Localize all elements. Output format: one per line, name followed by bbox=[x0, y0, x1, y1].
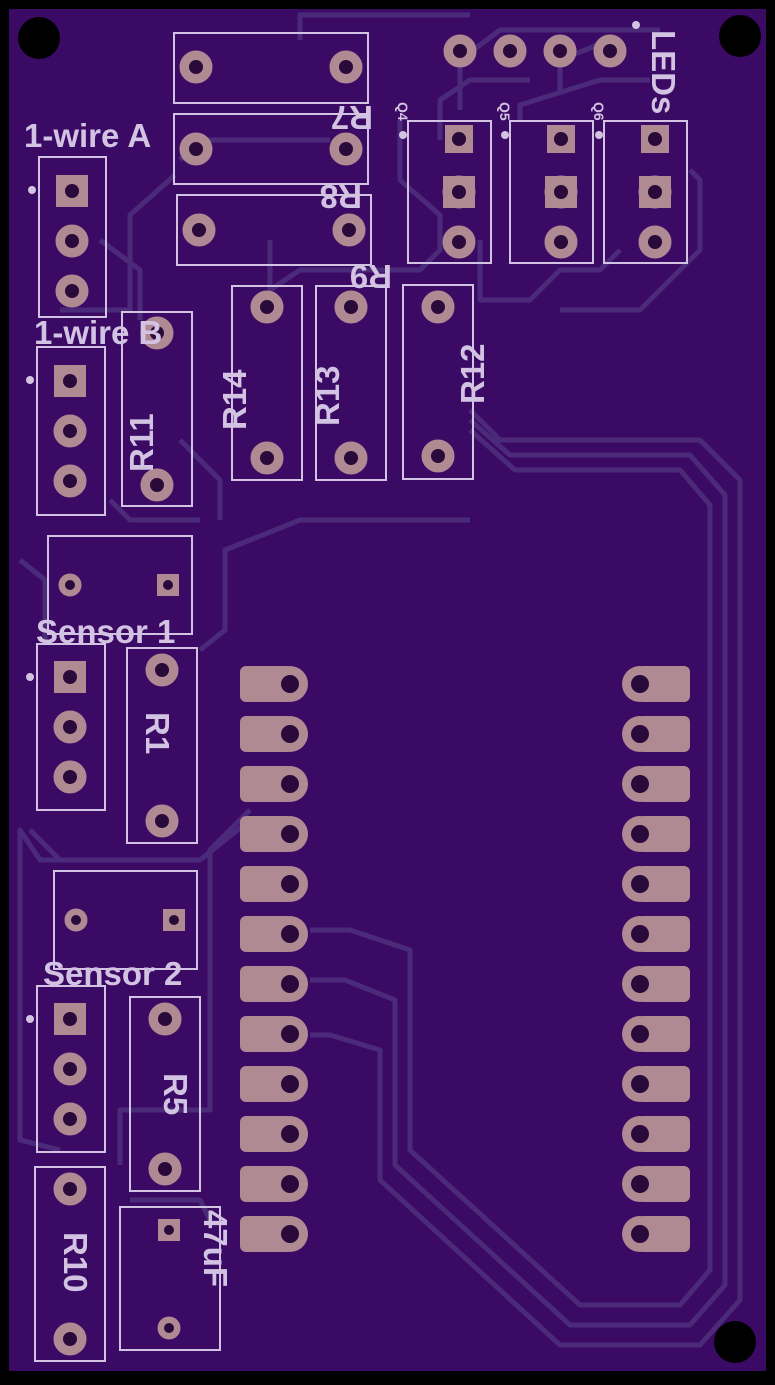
label-1wire-b: 1-wire B bbox=[34, 314, 162, 351]
r1-pads bbox=[145, 653, 179, 838]
mcu-right-pad bbox=[622, 716, 690, 752]
mcu-left-pad bbox=[240, 716, 308, 752]
mcu-right-pad bbox=[622, 1016, 690, 1052]
header-1wire-a-outline bbox=[38, 156, 107, 318]
label-r14: R14 bbox=[216, 369, 253, 430]
square-pads bbox=[54, 175, 671, 1241]
label-r9: R9 bbox=[350, 258, 392, 295]
mcu-left-pad bbox=[240, 816, 308, 852]
label-sensor-1: Sensor 1 bbox=[36, 613, 175, 650]
label-q4: Q4 bbox=[395, 102, 411, 121]
mcu-right-pad bbox=[622, 1066, 690, 1102]
label-q5: Q5 bbox=[497, 102, 513, 121]
pin1-dots bbox=[26, 21, 640, 1023]
mcu-right-pad bbox=[622, 766, 690, 802]
label-r1: R1 bbox=[139, 712, 176, 754]
mcu-right-pads bbox=[622, 666, 690, 1252]
mcu-right-pad bbox=[622, 966, 690, 1002]
mcu-left-pad bbox=[240, 1216, 308, 1252]
r5-outline bbox=[129, 996, 201, 1192]
mounting-holes bbox=[18, 15, 761, 1363]
r13-outline bbox=[315, 285, 387, 481]
mcu-left-pad bbox=[240, 1166, 308, 1202]
label-cap: 47uF bbox=[197, 1210, 234, 1287]
r10-outline bbox=[34, 1166, 106, 1362]
label-leds: LEDs bbox=[645, 30, 682, 114]
label-r7: R7 bbox=[331, 99, 373, 136]
label-1wire-a: 1-wire A bbox=[24, 117, 151, 154]
r11-outline bbox=[121, 311, 193, 507]
mcu-right-pad bbox=[622, 666, 690, 702]
mcu-left-pad bbox=[240, 666, 308, 702]
mcu-left-pad bbox=[240, 1016, 308, 1052]
mcu-left-pad bbox=[240, 766, 308, 802]
r7-outline bbox=[173, 32, 369, 104]
r8-outline bbox=[173, 113, 369, 185]
header-sensor1-outline bbox=[36, 643, 106, 811]
mcu-right-pad bbox=[622, 916, 690, 952]
q-pin1-pads bbox=[445, 125, 669, 153]
header-sensor2-outline bbox=[36, 985, 106, 1153]
r9-outline bbox=[176, 194, 372, 266]
label-r11: R11 bbox=[123, 413, 160, 472]
mcu-left-pad bbox=[240, 1066, 308, 1102]
mount-hole-top-left bbox=[18, 17, 60, 59]
label-r8: R8 bbox=[320, 178, 362, 215]
mcu-right-pad bbox=[622, 1216, 690, 1252]
r14-outline bbox=[231, 285, 303, 481]
label-r12: R12 bbox=[454, 343, 491, 404]
silkscreen-outlines bbox=[34, 32, 688, 1362]
label-sensor-2: Sensor 2 bbox=[43, 955, 182, 992]
mcu-right-pad bbox=[622, 816, 690, 852]
mcu-left-pad bbox=[240, 1116, 308, 1152]
mcu-right-pad bbox=[622, 866, 690, 902]
q6-outline bbox=[603, 120, 688, 264]
mcu-left-pad bbox=[240, 966, 308, 1002]
sensor2-component-outline bbox=[53, 870, 198, 970]
label-r10: R10 bbox=[57, 1232, 94, 1293]
r1-outline bbox=[126, 647, 198, 844]
cap-outline bbox=[119, 1206, 221, 1351]
copper-traces bbox=[17, 12, 743, 1348]
label-r13: R13 bbox=[309, 365, 346, 426]
q4-outline bbox=[407, 120, 492, 264]
mount-hole-bottom-right bbox=[714, 1321, 756, 1363]
r12-outline bbox=[402, 284, 474, 480]
header-1wire-b-outline bbox=[36, 346, 106, 516]
mcu-left-pads bbox=[240, 666, 308, 1252]
drill-holes bbox=[63, 44, 662, 1346]
sensor1-component-outline bbox=[47, 535, 193, 635]
mount-hole-top-right bbox=[719, 15, 761, 57]
label-r5: R5 bbox=[157, 1073, 194, 1115]
mcu-left-pad bbox=[240, 916, 308, 952]
label-q6: Q6 bbox=[591, 102, 607, 121]
mcu-right-pad bbox=[622, 1166, 690, 1202]
mcu-left-pad bbox=[240, 866, 308, 902]
mcu-right-pad bbox=[622, 1116, 690, 1152]
q5-outline bbox=[509, 120, 594, 264]
